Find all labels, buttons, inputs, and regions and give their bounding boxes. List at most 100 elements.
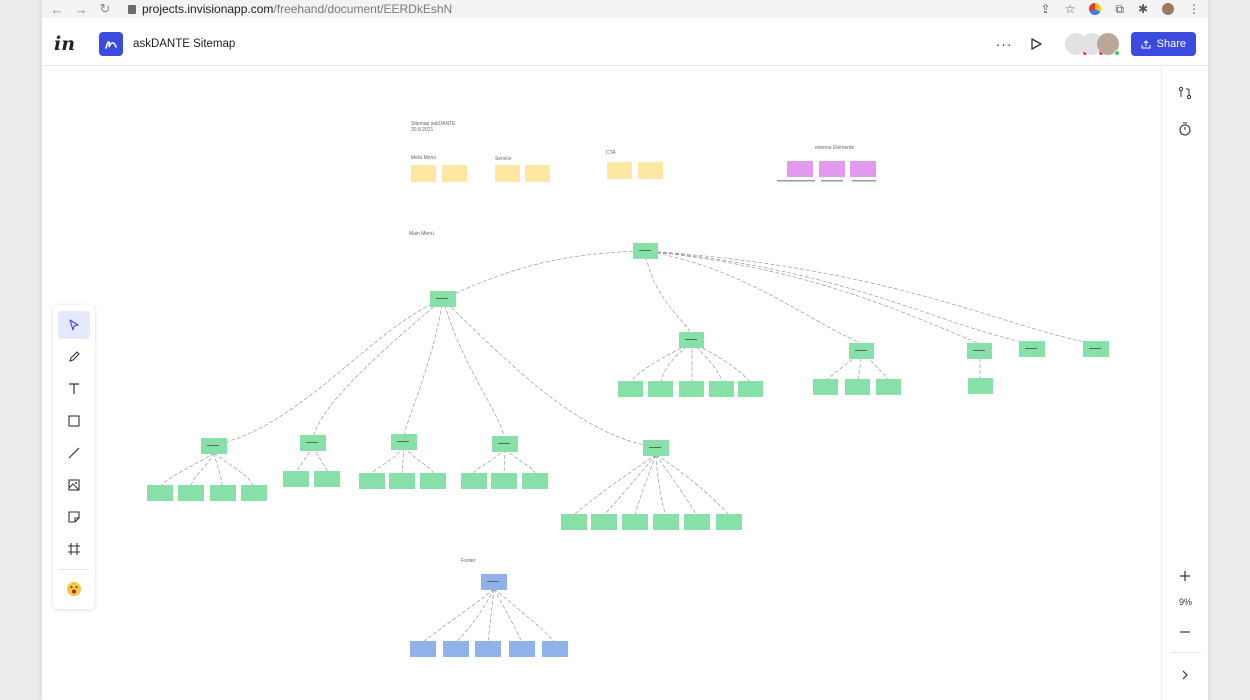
sticky-note[interactable] — [648, 381, 673, 397]
sticky-note[interactable] — [622, 514, 648, 530]
browser-menu-icon[interactable]: ⋮ — [1188, 2, 1200, 16]
pencil-tool-icon[interactable] — [58, 343, 90, 371]
invision-logo[interactable]: in — [54, 32, 76, 55]
back-icon[interactable]: ← — [50, 1, 64, 17]
reload-icon[interactable]: ↻ — [99, 1, 111, 16]
expand-panel-chevron-icon[interactable] — [1175, 665, 1195, 685]
header-actions: ··· Share — [996, 22, 1196, 66]
footer-stickies[interactable] — [410, 574, 568, 657]
external-element-captions — [777, 180, 876, 182]
sticky-note[interactable] — [845, 379, 870, 395]
sticky-note[interactable] — [787, 161, 813, 177]
text-tool-icon[interactable] — [58, 375, 90, 403]
url-host: projects.invisionapp.com — [142, 2, 274, 16]
connector-lines — [159, 250, 1096, 643]
present-play-icon[interactable] — [1029, 37, 1043, 51]
image-tool-icon[interactable] — [58, 471, 90, 499]
sitemap-title[interactable]: Sitemap askDANTE — [411, 121, 456, 127]
sticky-note[interactable] — [618, 381, 643, 397]
select-tool-icon[interactable] — [58, 311, 90, 339]
sticky-note[interactable] — [850, 161, 876, 177]
drawing-toolbar — [53, 305, 95, 609]
sticky-note[interactable] — [420, 473, 446, 489]
share-page-icon[interactable]: ⇪ — [1040, 2, 1051, 16]
avatar[interactable] — [1096, 33, 1120, 56]
sticky-note[interactable] — [314, 471, 340, 487]
extension-icon[interactable] — [1089, 3, 1102, 15]
sticky-note[interactable] — [461, 473, 487, 489]
sticky-note[interactable] — [495, 165, 520, 182]
sticky-note[interactable] — [638, 162, 663, 179]
sticky-note[interactable] — [411, 165, 436, 182]
forward-icon[interactable]: → — [74, 1, 88, 17]
address-bar[interactable]: projects.invisionapp.com/freehand/docume… — [128, 2, 452, 16]
sticky-note[interactable] — [241, 485, 267, 501]
sticky-note[interactable] — [653, 514, 679, 530]
sticky-note[interactable] — [475, 641, 501, 657]
sticky-note[interactable] — [443, 641, 469, 657]
sticky-note[interactable] — [210, 485, 236, 501]
sticky-note[interactable] — [738, 381, 763, 397]
browser-toolbar: ← → ↻ projects.invisionapp.com/freehand/… — [42, 0, 1208, 18]
sticky-note[interactable] — [389, 473, 415, 489]
sticky-note[interactable] — [525, 165, 550, 182]
footer-heading[interactable]: Footer — [461, 558, 476, 564]
sticky-note[interactable] — [359, 473, 385, 489]
sticky-note[interactable] — [442, 165, 467, 182]
main-menu-stickies[interactable] — [147, 243, 1109, 530]
zoom-out-icon[interactable] — [1175, 622, 1195, 642]
lock-icon — [128, 4, 136, 14]
external-elements-heading[interactable]: externe Elemente — [815, 145, 854, 151]
sticky-note[interactable] — [819, 161, 845, 177]
zoom-in-icon[interactable] — [1175, 566, 1195, 586]
share-button[interactable]: Share — [1130, 32, 1196, 56]
sticky-note[interactable] — [684, 514, 710, 530]
screenshot-icon[interactable]: ⧉ — [1115, 1, 1124, 16]
rectangle-tool-icon[interactable] — [58, 407, 90, 435]
timer-icon[interactable] — [1175, 119, 1195, 139]
sticky-note[interactable] — [679, 381, 704, 397]
emoji-reaction-icon[interactable] — [58, 575, 90, 603]
sticky-note-tool-icon[interactable] — [58, 503, 90, 531]
sticky-note[interactable] — [876, 379, 901, 395]
sticky-note[interactable] — [410, 641, 436, 657]
sticky-note[interactable] — [522, 473, 548, 489]
sticky-note[interactable] — [607, 162, 632, 179]
flow-connector-icon[interactable] — [1175, 83, 1195, 103]
app-header: in askDANTE Sitemap ··· Share — [42, 22, 1208, 66]
main-menu-heading[interactable]: Main Menü — [409, 231, 434, 237]
sticky-note[interactable] — [561, 514, 587, 530]
document-title[interactable]: askDANTE Sitemap — [133, 37, 236, 50]
external-element-stickies[interactable] — [787, 161, 876, 177]
whiteboard-canvas[interactable]: Sitemap askDANTE 20.8.2021 Meta Menü Ser… — [42, 67, 1161, 700]
sticky-note[interactable] — [709, 381, 734, 397]
sticky-note[interactable] — [591, 514, 617, 530]
sticky-note[interactable] — [813, 379, 838, 395]
meta-menu-stickies[interactable] — [411, 162, 663, 182]
meta-menu-heading[interactable]: Meta Menü — [411, 155, 436, 161]
sticky-note[interactable] — [178, 485, 204, 501]
service-heading[interactable]: Service — [495, 156, 512, 162]
sticky-note[interactable] — [542, 641, 568, 657]
collaborator-avatars[interactable] — [1064, 33, 1120, 56]
line-tool-icon[interactable] — [58, 439, 90, 467]
sticky-note[interactable] — [491, 473, 517, 489]
browser-actions: ⇪ ☆ ⧉ ✱ ⋮ — [1041, 0, 1200, 18]
rail-divider — [1170, 652, 1201, 653]
freehand-doc-icon — [99, 31, 124, 56]
sitemap-date[interactable]: 20.8.2021 — [411, 127, 433, 133]
cta-heading[interactable]: CTA — [606, 150, 616, 156]
sticky-note[interactable] — [147, 485, 173, 501]
zoom-level[interactable]: 9% — [1178, 597, 1192, 607]
sticky-note[interactable] — [716, 514, 742, 530]
more-options-button[interactable]: ··· — [995, 36, 1013, 52]
frame-tool-icon[interactable] — [58, 535, 90, 563]
sticky-note[interactable] — [509, 641, 535, 657]
sticky-note[interactable] — [283, 471, 309, 487]
bookmark-star-icon[interactable]: ☆ — [1064, 2, 1076, 16]
extensions-puzzle-icon[interactable]: ✱ — [1137, 2, 1148, 16]
profile-avatar-icon[interactable] — [1162, 3, 1174, 15]
sticky-note[interactable] — [968, 378, 993, 394]
right-rail: 9% — [1161, 67, 1208, 700]
browser-window: ← → ↻ projects.invisionapp.com/freehand/… — [42, 0, 1208, 700]
